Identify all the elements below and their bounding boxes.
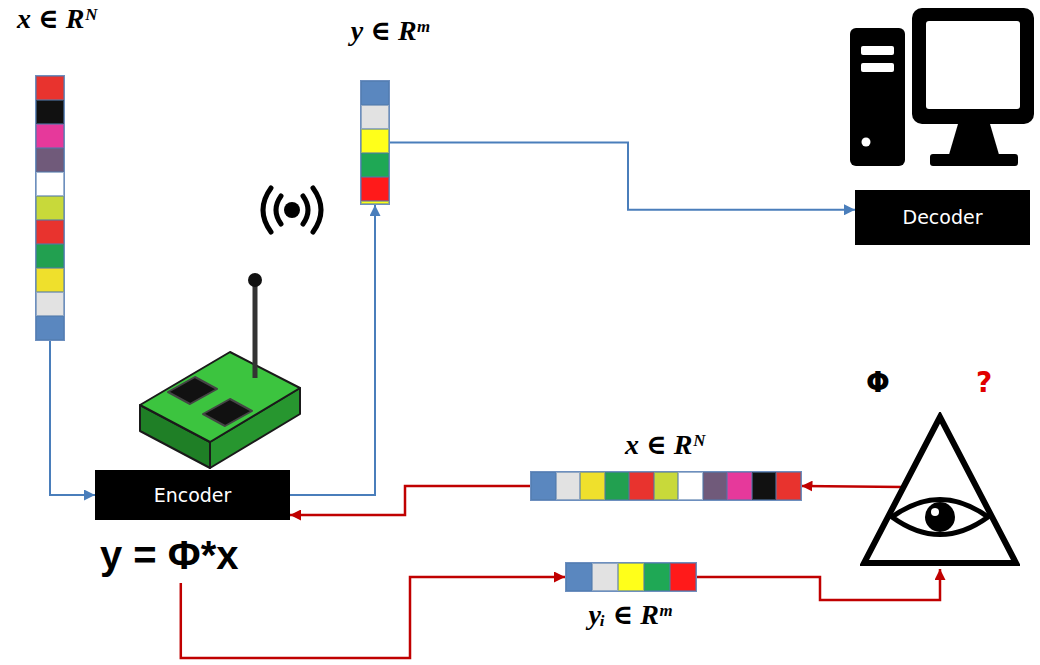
vector-cell [361,105,389,129]
eye-highlight [931,508,939,516]
pupil [925,502,955,532]
vector-cell [36,172,64,196]
vector-cells [360,80,390,205]
vector-row: yᵢ ∈ Rᵐ [565,562,695,632]
vector-cells [565,562,697,592]
vector-cell [36,244,64,268]
vector-cell [703,472,728,500]
vector-cell [361,201,389,204]
vector-cell [36,100,64,124]
eye-triangle-outline [860,412,1020,568]
wireless-symbol [263,188,321,232]
encoder-box: Encoder y = Φ*x [95,470,290,578]
vector-cell [727,472,752,500]
signal-dot [284,202,300,218]
vector-cell [361,129,389,153]
monitor-stand [948,124,1000,158]
vector-cell [36,292,64,316]
vector-cell [629,472,654,500]
vector-label: x ∈ Rᴺ [625,428,705,462]
vector-cell [605,472,630,500]
box-label: Encoder [154,484,232,507]
vector-cell [556,472,581,500]
decoder-box: Decoder [855,190,1030,245]
connector-arrow [697,569,940,600]
power-led [862,138,871,147]
computer-icon [850,8,1034,166]
vector-cell [361,153,389,177]
signal-arc [276,196,281,224]
signal-arc [303,196,308,224]
vector-cell [566,563,592,591]
vector-cells [530,471,802,501]
chip [203,399,252,426]
vector-cell [36,148,64,172]
vector-cell [678,472,703,500]
vector-cell [361,81,389,105]
tower [850,28,905,166]
vector-label: x ∈ Rᴺ [17,2,97,36]
chip [168,377,217,404]
triangle [864,417,1016,563]
monitor-base [930,154,1018,166]
antenna [253,284,258,378]
connector-arrow [181,577,565,658]
drive-slot [861,46,894,55]
antenna-tip [248,273,262,287]
vector-cell [36,220,64,244]
vector-cell [361,177,389,201]
box-label: Decoder [903,206,983,229]
connector-arrow [290,205,375,495]
vector-cell [618,563,644,591]
board-top [140,352,300,442]
matrix-symbol: Φ [866,366,890,400]
vector-column: y ∈ Rᵐ [335,14,445,205]
vector-cell [580,472,605,500]
vector-cell [592,563,618,591]
vector-label: y ∈ Rᵐ [351,14,429,48]
vector-column: x ∈ Rᴺ [10,2,110,341]
question-mark: ? [976,366,992,400]
vector-cell [644,563,670,591]
monitor [912,8,1034,124]
vector-cell [36,196,64,220]
connector-arrow [802,485,904,488]
equation: y = Φ*x [100,532,238,578]
vector-cell [36,76,64,100]
vector-label: yᵢ ∈ Rᵐ [588,598,671,632]
eye-outline [892,500,988,535]
vector-row: x ∈ Rᴺ [530,428,800,501]
drive-slot [861,63,894,72]
screen [926,21,1020,109]
vector-cell [36,316,64,340]
connector-arrow [290,486,530,515]
vector-cell [36,268,64,292]
signal-arc [313,188,321,232]
connectors [50,143,940,659]
eye-triangle: Φ? [860,366,1020,568]
signal-arc [263,188,271,232]
vector-cell [752,472,777,500]
sensor-device [140,352,300,468]
vector-cell [531,472,556,500]
vector-cell [654,472,679,500]
vector-cells [35,75,65,341]
vector-cell [670,563,696,591]
connector-arrow [50,341,95,495]
vector-cell [36,124,64,148]
vector-cell [776,472,801,500]
connector-arrow [390,143,855,210]
